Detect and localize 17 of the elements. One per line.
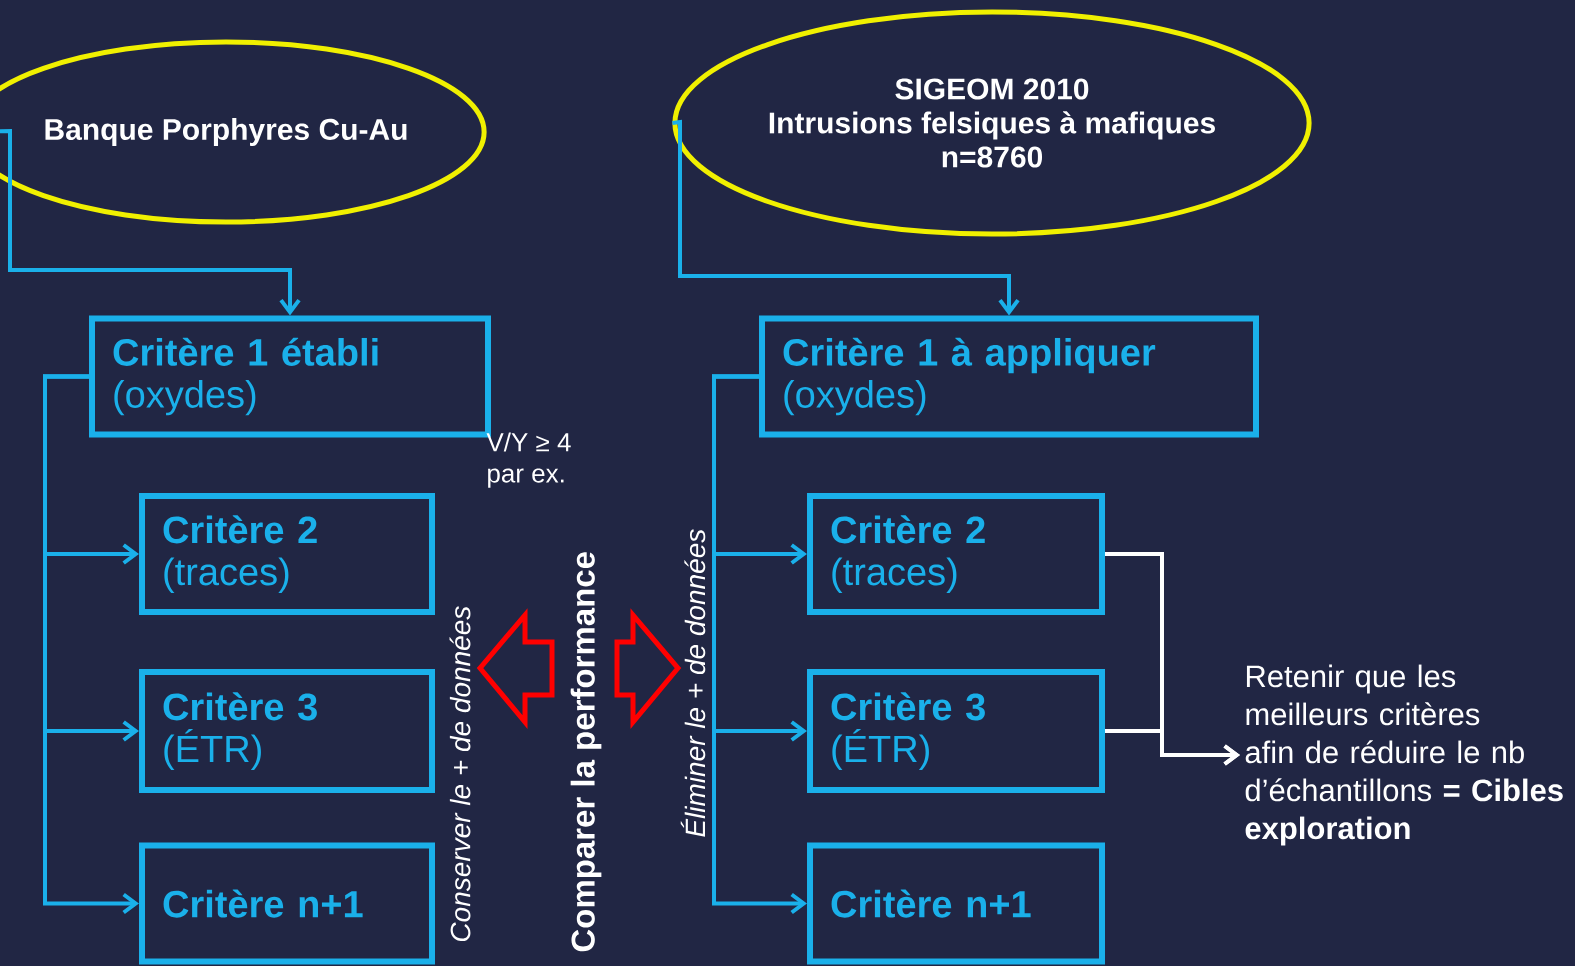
vertical-label: Conserver le + de données <box>449 606 471 942</box>
conclusion-text: Retenir que les meilleurs critères afin de réduire le nb d’échantillons = Cibles exploration <box>1245 664 1563 846</box>
criterion-box: Critère 3 (ÉTR) <box>139 669 435 793</box>
criterion-box: Critère 2 (traces) <box>139 493 435 615</box>
vertical-label: Éliminer le + de données <box>680 529 706 837</box>
criterion-box: Critère n+1 <box>139 842 435 965</box>
arrow <box>0 128 301 316</box>
criterion-box: Critère n+1 <box>807 842 1105 965</box>
arrow <box>712 374 807 915</box>
arrow <box>1105 729 1240 766</box>
criterion-box: Critère 3 (ÉTR) <box>807 669 1105 793</box>
vertical-label: Comparer la performance <box>570 552 602 952</box>
arrow <box>672 119 1020 316</box>
example-note: par ex. <box>488 468 564 488</box>
arrow <box>43 374 139 915</box>
criterion-box: Critère 1 à appliquer (oxydes) <box>759 315 1259 438</box>
criterion-box: Critère 2 (traces) <box>807 493 1105 615</box>
